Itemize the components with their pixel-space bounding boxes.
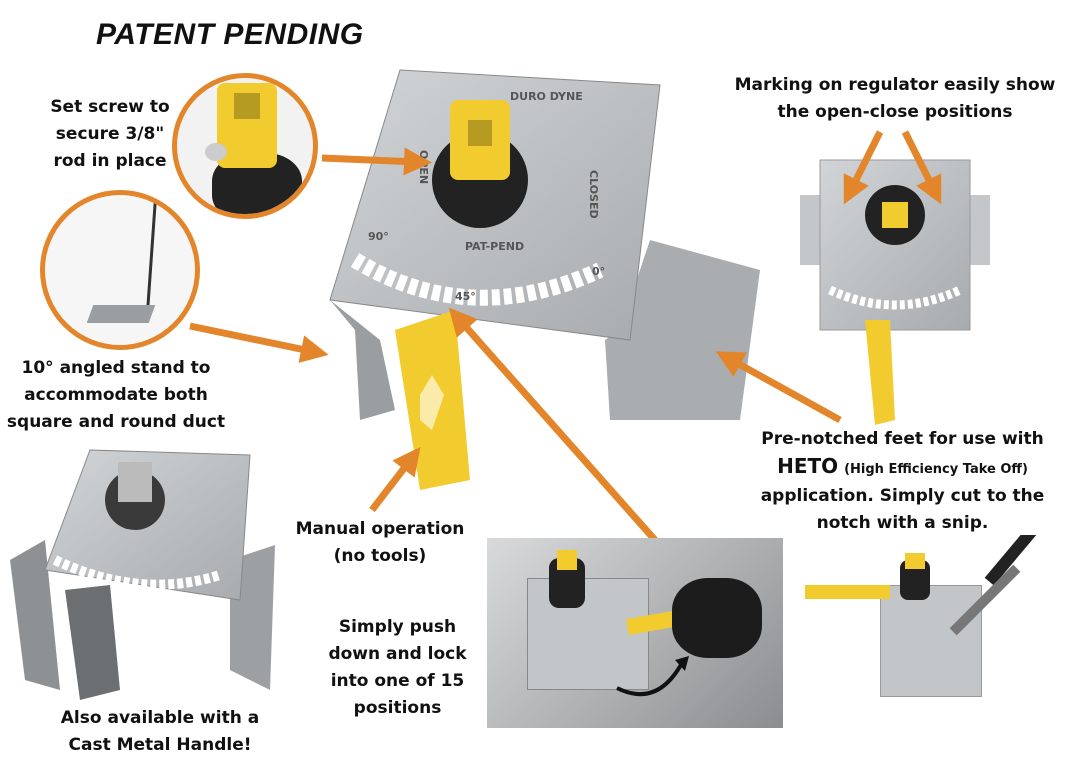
callout-arrows	[189, 130, 942, 543]
angled-stand-line: 10° angled stand to	[21, 358, 211, 378]
deg45-marking: 45°	[455, 290, 476, 303]
manual-operation-callout: Manual operation (no tools)	[285, 516, 475, 570]
open-marking: OPEN	[417, 150, 430, 184]
push-lock-line: down and lock	[328, 644, 467, 664]
main-regulator-image: OPEN CLOSED 90° 45° 0° PAT-PEND DURO DYN…	[329, 69, 760, 490]
marking-callout: Marking on regulator easily show the ope…	[725, 72, 1065, 126]
heto-paren: (High Efficiency Take Off)	[844, 462, 1028, 477]
push-lock-photo	[487, 538, 783, 728]
set-screw-line: Set screw to	[50, 97, 170, 117]
angled-stand-callout: 10° angled stand to accommodate both squ…	[0, 355, 232, 436]
marking-line: Marking on regulator easily show	[734, 75, 1056, 95]
heto-line: Pre-notched feet for use with	[761, 429, 1044, 449]
cast-metal-line: Also available with a	[60, 708, 260, 728]
heto-callout: Pre-notched feet for use with HETO (High…	[740, 426, 1065, 537]
set-screw-line: secure 3/8"	[55, 124, 165, 144]
heto-line: application. Simply cut to the	[760, 486, 1045, 506]
angled-stand-closeup-circle	[40, 190, 200, 350]
regulator-front-image	[800, 159, 990, 425]
angled-stand-line: square and round duct	[6, 412, 226, 432]
brand-marking: DURO DYNE	[510, 90, 583, 103]
manual-line: (no tools)	[333, 546, 427, 566]
snip-photo	[790, 535, 1060, 700]
pat-pend-marking: PAT-PEND	[465, 240, 524, 253]
heto-line: notch with a snip.	[816, 513, 989, 533]
manual-line: Manual operation	[295, 519, 465, 539]
push-lock-callout: Simply push down and lock into one of 15…	[310, 614, 485, 722]
curved-arrow-icon	[616, 656, 689, 697]
deg90-marking: 90°	[368, 230, 389, 243]
set-screw-closeup-circle	[172, 73, 318, 219]
deg0-marking: 0°	[592, 265, 605, 278]
cast-metal-handle-image	[10, 449, 275, 700]
set-screw-callout: Set screw to secure 3/8" rod in place	[30, 94, 190, 175]
heto-bold: HETO	[777, 454, 839, 478]
heto-line: HETO (High Efficiency Take Off)	[740, 453, 1065, 483]
closed-marking: CLOSED	[587, 170, 600, 219]
angled-stand-line: accommodate both	[24, 385, 208, 405]
cast-metal-callout: Also available with a Cast Metal Handle!	[30, 705, 290, 759]
marking-line: the open-close positions	[777, 102, 1013, 122]
cast-metal-line: Cast Metal Handle!	[68, 735, 252, 755]
patent-pending-title: PATENT PENDING	[96, 18, 364, 51]
set-screw-line: rod in place	[53, 151, 167, 171]
push-lock-line: positions	[353, 698, 442, 718]
push-lock-line: into one of 15	[330, 671, 465, 691]
push-lock-line: Simply push	[338, 617, 457, 637]
